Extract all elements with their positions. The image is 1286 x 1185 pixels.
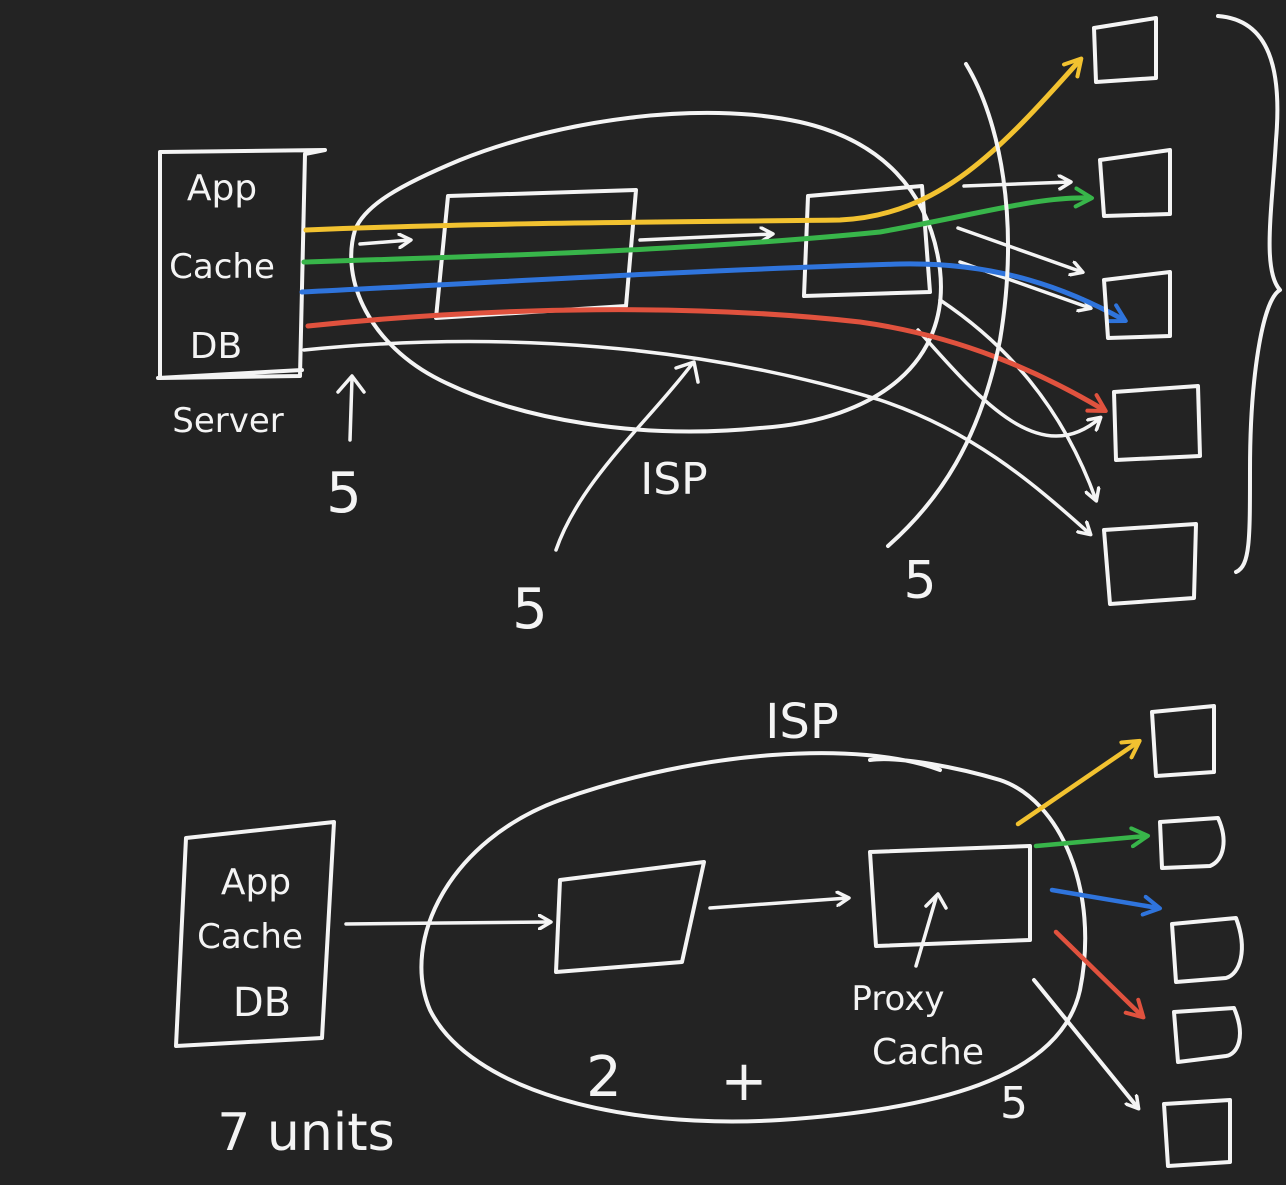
bottom-client-box-2 [1158, 816, 1226, 870]
bottom-proxy-label-line-2: Cache [872, 1032, 984, 1073]
top-isp-router-2 [802, 184, 932, 298]
bottom-server-label-cache: Cache [197, 917, 303, 957]
top-server-caption: Server [172, 401, 284, 441]
top-server-label-app: App [187, 168, 257, 209]
top-isp-router-1 [434, 188, 638, 320]
top-client-box-5 [1102, 522, 1198, 606]
top-hop-cost-2: 5 [512, 577, 548, 642]
top-client-box-2 [1098, 148, 1172, 218]
top-cost-arrow-2 [554, 360, 700, 552]
bottom-arrow-server-to-router [344, 922, 550, 924]
top-client-box-4 [1112, 384, 1202, 462]
bottom-proxy-label-line-1: Proxy [851, 979, 944, 1019]
bottom-path-yellow [1015, 738, 1142, 827]
bottom-path-blue [1049, 887, 1162, 917]
top-server-box-outline [156, 148, 327, 380]
top-path-blue [299, 261, 1128, 324]
top-server-label-db: DB [190, 326, 242, 367]
top-white-path-lower [302, 339, 1090, 534]
bottom-total-units: 7 units [217, 1103, 394, 1163]
bottom-client-box-5 [1162, 1098, 1232, 1168]
top-white-path-fan-1 [962, 182, 1070, 186]
top-clients-brace [1216, 14, 1282, 574]
bottom-isp-label: ISP [765, 694, 839, 750]
bottom-arrow-router-to-proxy [708, 898, 848, 910]
top-inner-arrow-1 [358, 240, 410, 244]
top-server-label-cache: Cache [169, 247, 275, 287]
bottom-server-box: App Cache DB [174, 820, 336, 1048]
bottom-server-label-app: App [221, 862, 291, 903]
top-client-box-1 [1092, 16, 1158, 84]
bottom-cost-term-5: 5 [1000, 1078, 1028, 1129]
bottom-server-box-outline [174, 820, 336, 1048]
top-path-yellow [303, 56, 1084, 233]
top-path-green [301, 186, 1094, 265]
bottom-isp-router [554, 860, 706, 974]
bottom-client-box-3 [1170, 916, 1244, 984]
top-diagram: App Cache DB Server [156, 14, 1282, 642]
bottom-client-box-4 [1172, 1006, 1242, 1064]
bottom-diagram: ISP App Cache DB Proxy Cache [174, 694, 1244, 1168]
top-cost-arrow-1 [336, 374, 366, 442]
bottom-server-label-db: DB [233, 980, 291, 1026]
bottom-path-green [1033, 826, 1150, 849]
top-isp-boundary [349, 110, 943, 434]
bottom-client-box-1 [1150, 704, 1216, 778]
top-server-box: App Cache DB Server [156, 148, 327, 441]
top-path-red [305, 307, 1108, 414]
top-hop-cost-3: 5 [903, 551, 936, 611]
top-white-path-fan-4 [938, 298, 1096, 500]
bottom-path-red [1053, 929, 1146, 1020]
top-white-path-fan-2 [956, 226, 1082, 272]
bottom-proxy-pointer [914, 892, 948, 968]
top-white-path-fan-5 [916, 328, 1100, 438]
bottom-isp-boundary [419, 751, 1088, 1124]
bottom-proxy-cache-box [868, 844, 1032, 948]
bottom-path-white [1032, 978, 1138, 1108]
top-client-box-3 [1102, 270, 1172, 340]
top-isp-label: ISP [640, 454, 707, 505]
bottom-cost-term-2: 2 [586, 1045, 622, 1110]
top-inner-arrow-2 [638, 234, 772, 240]
top-edge-boundary [886, 62, 1010, 548]
top-hop-cost-1: 5 [326, 461, 362, 526]
bottom-cost-plus: + [721, 1049, 768, 1114]
